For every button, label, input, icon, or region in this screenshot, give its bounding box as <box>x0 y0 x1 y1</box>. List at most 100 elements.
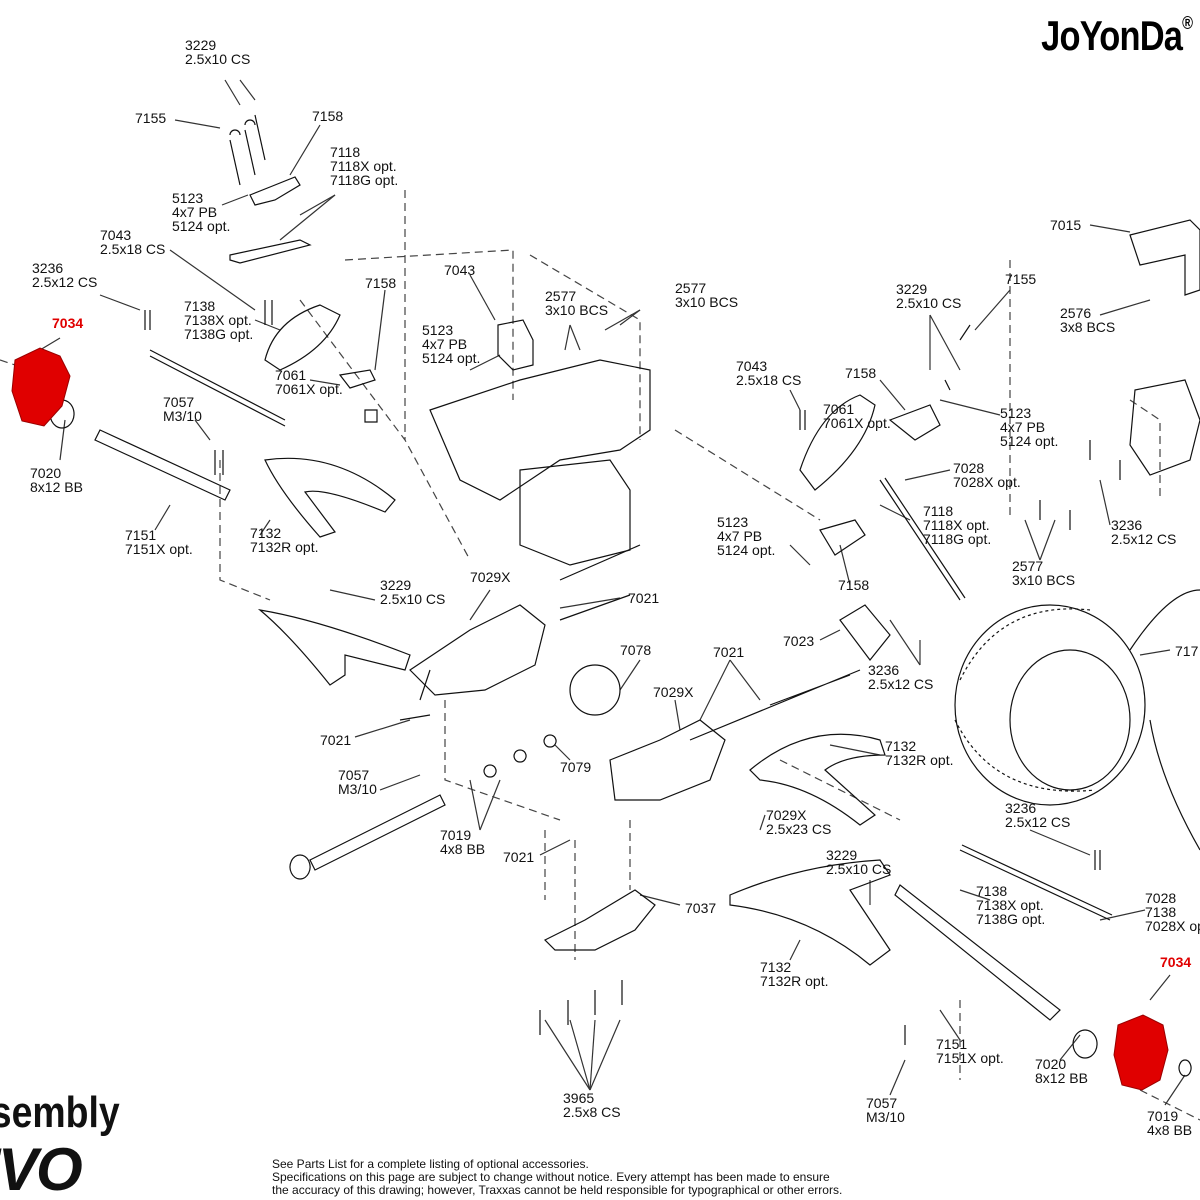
red-knuckle-left <box>11 347 71 427</box>
callout-line: 7021 <box>503 849 534 865</box>
callout-line: M3/10 <box>338 781 377 797</box>
part-callout: 7078 <box>620 642 651 658</box>
callout-line: 7061 <box>823 401 854 417</box>
callout-line: 3229 <box>380 577 411 593</box>
callout-line: 7020 <box>1035 1056 1066 1072</box>
callout-line: 7043 <box>736 358 767 374</box>
callout-line: 3229 <box>185 37 216 53</box>
part-callout: 7037 <box>685 900 716 916</box>
callout-line: 3229 <box>896 281 927 297</box>
callout-line: 717 <box>1175 643 1199 659</box>
callout-line: 7019 <box>440 827 471 843</box>
leader-lines <box>39 79 1186 1106</box>
callout-line: 2.5x12 CS <box>868 676 933 692</box>
callout-line: 2.5x12 CS <box>32 274 97 290</box>
callout-line: 7132R opt. <box>250 539 319 555</box>
callout-line: 8x12 BB <box>1035 1070 1088 1086</box>
callout-line: 7151 <box>936 1036 967 1052</box>
callout-line: 7138X opt. <box>184 312 252 328</box>
callout-line: 2.5x8 CS <box>563 1104 621 1120</box>
assembly-title: ssembly <box>0 1088 120 1137</box>
callout-line: 7019 <box>1147 1108 1178 1124</box>
highlighted-part-callout: 7034 <box>1160 954 1191 970</box>
registered-mark: ® <box>1181 13 1193 33</box>
footnote-line: the accuracy of this drawing; however, T… <box>272 1183 843 1197</box>
callout-line: 7043 <box>444 262 475 278</box>
part-callout: 7079 <box>560 759 591 775</box>
callout-line: 7138G opt. <box>184 326 253 342</box>
callout-line: 7158 <box>312 108 343 124</box>
part-callout: 7021 <box>503 849 534 865</box>
callout-line: 7079 <box>560 759 591 775</box>
callout-line: 5124 opt. <box>172 218 230 234</box>
callout-line: 5123 <box>422 322 453 338</box>
callout-line: 7021 <box>628 590 659 606</box>
callout-line: 5124 opt. <box>1000 433 1058 449</box>
callout-line: 2.5x10 CS <box>380 591 445 607</box>
part-callout: 7021 <box>320 732 351 748</box>
callout-line: 3236 <box>32 260 63 276</box>
callout-line: 7029X <box>653 684 694 700</box>
left-parts <box>49 114 411 686</box>
red-knuckle-right <box>1113 1014 1169 1091</box>
callout-line: 7078 <box>620 642 651 658</box>
callout-line: 7021 <box>320 732 351 748</box>
callout-line: M3/10 <box>163 408 202 424</box>
callout-line: 7061 <box>275 367 306 383</box>
brand-logo: JoYonDa® <box>1041 12 1193 60</box>
callout-line: 3x10 BCS <box>545 302 608 318</box>
callout-line: 7158 <box>845 365 876 381</box>
callout-line: 7138 <box>976 883 1007 899</box>
callout-line: 7138X opt. <box>976 897 1044 913</box>
callout-line: 2.5x12 CS <box>1005 814 1070 830</box>
callout-line: 2576 <box>1060 305 1091 321</box>
part-callout: 7015 <box>1050 217 1081 233</box>
callout-line: 7057 <box>866 1095 897 1111</box>
callout-line: 2.5x23 CS <box>766 821 831 837</box>
callout-line: 7118G opt. <box>330 172 398 188</box>
callout-line: 7057 <box>163 394 194 410</box>
callout-line: 2.5x10 CS <box>896 295 961 311</box>
footnote-line: See Parts List for a complete listing of… <box>272 1157 589 1171</box>
callout-line: 7132 <box>885 738 916 754</box>
part-callout: 7021 <box>628 590 659 606</box>
part-callout: 7158 <box>845 365 876 381</box>
callout-line: 7132R opt. <box>885 752 954 768</box>
callout-line: 7043 <box>100 227 131 243</box>
callout-line: 7029X <box>470 569 511 585</box>
tire <box>954 589 1200 851</box>
part-callout: 7158 <box>312 108 343 124</box>
footnote-line: Specifications on this page are subject … <box>272 1170 830 1184</box>
callout-line: 7118X opt. <box>923 517 990 533</box>
callout-line: 7138 <box>1145 904 1176 920</box>
part-callout: 7029X <box>470 569 511 585</box>
callout-line: 4x8 BB <box>440 841 485 857</box>
part-callout: 7021 <box>713 644 744 660</box>
callout-line: 2577 <box>675 280 706 296</box>
callout-line: 4x8 BB <box>1147 1122 1192 1138</box>
callout-line: 2.5x18 CS <box>736 372 801 388</box>
